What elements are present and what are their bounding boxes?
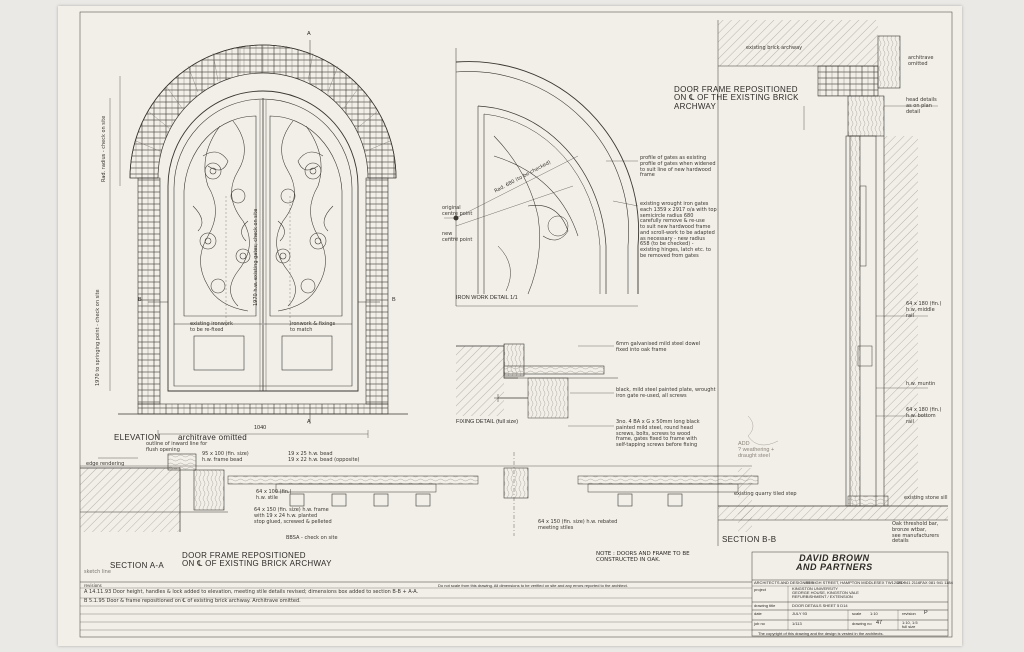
note-oak-bottom-rail: 64 x 180 (fin.) h.w. bottom rail xyxy=(906,407,942,425)
date-label: date xyxy=(754,611,762,616)
note-existing-quarry-tile: existing quarry tiled step xyxy=(734,491,797,497)
note-fixing-screws: 3no. 4 BA x G x 50mm long black painted … xyxy=(616,419,700,448)
drawing-no-label: drawing no xyxy=(852,621,872,626)
section-marker-b-left: B xyxy=(138,297,142,303)
drawing-no-value: 47 xyxy=(876,620,883,626)
note-vert-dim-top: Rad. radius - check on site xyxy=(101,115,107,182)
drawing-linework xyxy=(79,11,953,638)
fixing-detail-label: FIXING DETAIL (full size) xyxy=(456,419,519,425)
scale-label: scale xyxy=(852,611,862,616)
note-profile-gates: profile of gates as existing profile of … xyxy=(640,155,716,179)
note-outline-threshold: outline of inward line for flush opening xyxy=(146,441,208,453)
firm-fax: FAX 081 941 1184 xyxy=(920,580,953,585)
section-marker-a-top: A xyxy=(307,31,311,37)
section-marker-a-bottom: A xyxy=(307,419,311,425)
note-edge-rendering: edge rendering xyxy=(86,461,125,467)
door-frame-note-top: DOOR FRAME REPOSITIONED ON ℄ OF THE EXIS… xyxy=(674,85,799,111)
revisions-heading: revisions xyxy=(84,583,102,588)
note-existing-brick-archway: existing brick archway xyxy=(746,45,803,51)
note-bbsa: BBSA - check on site xyxy=(286,535,338,541)
note-frame: 64 x 150 (fin. size) h.w. frame with 19 … xyxy=(254,507,332,525)
firm-name: DAVID BROWN AND PARTNERS xyxy=(796,553,873,573)
revision-row-b: B 5.1.95 Door & frame repositioned on ℄ … xyxy=(84,598,301,604)
note-oak-threshold: Oak threshold bar, bronze wtbar, see man… xyxy=(892,521,940,545)
note-ironwork-fixing: ironwork & fixings to match xyxy=(290,321,336,333)
note-existing-wrought-iron: existing wrought iron gates each 1359 x … xyxy=(640,201,717,259)
drawing-sheet: ELEVATION architrave omitted SECTION A-A… xyxy=(58,6,962,646)
note-vert-dim-left: 1970 to springing point - check on site xyxy=(95,289,101,386)
project-label: project xyxy=(754,587,767,592)
note-sketch-line: sketch line xyxy=(84,569,111,575)
firm-sub: ARCHITECTS AND DESIGNERS xyxy=(754,580,814,585)
note-meeting-stile: 64 x 150 (fin. size) h.w. rebated meetin… xyxy=(538,519,618,531)
project-name: KINGSTON UNIVERSITY GEORGE HOUSE, KINGST… xyxy=(792,586,859,600)
title-block-lines xyxy=(751,551,949,637)
footnote: Do not scale from this drawing. All dime… xyxy=(438,583,628,588)
note-head-details: head details as on plan detail xyxy=(906,97,937,115)
copyright: The copyright of this drawing and the de… xyxy=(758,631,884,636)
note-existing-ironwork: existing ironwork to be re-fixed xyxy=(190,321,233,333)
note-architrave-omitted-bb: architrave omitted xyxy=(908,55,934,67)
drawing-title: DOOR DETAILS SHEET 5 D14 xyxy=(792,603,848,608)
note-stile-dim: 64 x 100 (fin.) h.w. stile xyxy=(256,489,292,501)
note-gms-dowel: 6mm galvanised mild steel dowel fixed in… xyxy=(616,341,701,353)
firm-phone: 081 941 2116 xyxy=(896,580,921,585)
date-value: JULY 93 xyxy=(792,611,807,616)
elevation-label: ELEVATION xyxy=(114,433,161,442)
note-black-ms-plate: black, mild steel painted plate, wrought… xyxy=(616,387,716,399)
note-doors: NOTE : DOORS AND FRAME TO BE CONSTRUCTED… xyxy=(596,551,690,563)
scale-value: 1:10 xyxy=(870,611,878,616)
job-value: 1/113 xyxy=(792,621,802,626)
note-new-centre: new centre point xyxy=(442,231,473,243)
note-profile-vert: 1970 h.w. existing gates; check on site xyxy=(253,208,259,306)
revision-row-a: A 14.11.93 Door height, handles & lock a… xyxy=(84,589,419,595)
fixing-detail-drawing xyxy=(456,343,618,427)
iron-work-detail-label: IRON WORK DETAIL 1/1 xyxy=(456,295,518,301)
scale-detail: 1:10, 1:5 full size xyxy=(902,620,918,630)
firm-address: 51 HIGH STREET, HAMPTON MIDDLESEX TW12 2… xyxy=(806,580,905,585)
job-label: job no xyxy=(754,621,765,626)
revision-value: P xyxy=(924,610,928,616)
section-aa-label: SECTION A-A xyxy=(110,561,164,570)
revision-label: revision xyxy=(902,611,916,616)
section-bb-drawing xyxy=(717,20,948,546)
note-hw-muntin: h.w. muntin xyxy=(906,381,936,387)
note-slate-frame: 95 x 100 (fin. size) h.w. frame bead xyxy=(202,451,249,463)
note-screw-inset: original centre point xyxy=(442,205,473,217)
note-oak-muntin: 64 x 180 (fin.) h.w. middle rail xyxy=(906,301,942,319)
note-hw-bead: 19 x 25 h.w. bead 19 x 22 h.w. bead (opp… xyxy=(288,451,360,463)
elevation-drawing xyxy=(109,40,408,438)
add-note: ADD ? weathering + draught steel xyxy=(738,441,775,459)
iron-work-detail-drawing xyxy=(444,48,640,307)
drawing-title-label: drawing title xyxy=(754,603,776,608)
section-bb-label: SECTION B-B xyxy=(722,535,777,544)
section-marker-b-right: B xyxy=(392,297,396,303)
note-existing-sill: existing stone sill xyxy=(904,495,948,501)
dim-width: 1040 xyxy=(254,425,267,431)
section-aa-drawing xyxy=(80,452,759,536)
architrave-omitted-label: architrave omitted xyxy=(178,433,247,442)
door-frame-note-aa: DOOR FRAME REPOSITIONED ON ℄ OF EXISTING… xyxy=(182,551,332,569)
